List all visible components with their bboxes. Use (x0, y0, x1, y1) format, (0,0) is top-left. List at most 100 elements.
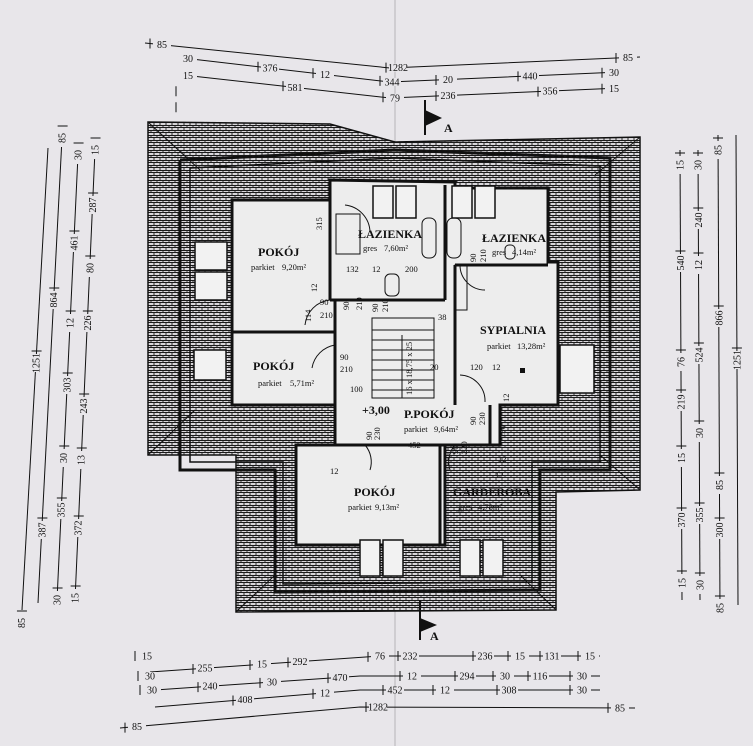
section-marker-bottom: A (419, 600, 439, 643)
label-mask (611, 703, 629, 712)
label-mask (153, 40, 171, 49)
dimension-label: 236 (441, 91, 456, 102)
interior-dimension: 90 (340, 352, 349, 362)
dimension-label: 287 (88, 198, 99, 213)
dimension-label: 864 (49, 293, 60, 308)
dimension-label: 30 (500, 672, 510, 683)
label-mask (179, 54, 197, 63)
svg-text:parkiet: parkiet (404, 424, 428, 434)
dimension-label: 15 (183, 71, 193, 82)
label-mask (715, 599, 724, 617)
label-mask (695, 424, 704, 442)
interior-dimension: 12 (492, 362, 501, 372)
interior-dimension: 200 (405, 264, 418, 274)
label-mask (88, 196, 97, 214)
label-mask (69, 234, 78, 252)
label-mask (714, 309, 723, 327)
label-mask (714, 141, 723, 159)
label-mask (676, 353, 685, 371)
label-mask (31, 354, 40, 372)
dimension-label: 355 (57, 503, 68, 518)
interior-dimension: 452 (408, 440, 421, 450)
interior-dimension: 90 (341, 302, 351, 311)
dimension-label: 232 (403, 652, 418, 663)
label-mask (531, 672, 549, 680)
dimension-label: 355 (695, 508, 706, 523)
label-mask (543, 652, 561, 660)
section-marker-top: A (424, 100, 453, 135)
svg-text:parkiet: parkiet (487, 341, 511, 351)
interior-dimension: 90 (468, 417, 478, 426)
dimension-label: 308 (502, 686, 517, 697)
interior-dimension: 20 (430, 362, 439, 372)
label-mask (59, 449, 68, 467)
dimension-line (154, 689, 600, 708)
dimension-label: 131 (545, 652, 560, 663)
svg-text:parkiet: parkiet (258, 378, 282, 388)
label-mask (71, 589, 80, 607)
dimension-label: 30 (74, 150, 85, 160)
dimension-label: 15 (677, 453, 688, 463)
dimension-label: 408 (238, 695, 253, 706)
svg-text:4,78m²: 4,78m² (478, 502, 502, 512)
dimension-label: 85 (58, 133, 69, 143)
label-mask (371, 652, 389, 660)
label-mask (83, 314, 92, 332)
label-mask (316, 70, 334, 79)
fixtures (335, 213, 516, 311)
dimension-label: 15 (585, 652, 595, 663)
windows (193, 185, 595, 577)
svg-text:ŁAZIENKA: ŁAZIENKA (358, 227, 422, 241)
dimension-label: 226 (83, 316, 94, 331)
dimension-label: 13 (77, 455, 88, 465)
interior-dimension: 38 (438, 312, 447, 322)
label-mask (677, 393, 686, 411)
label-mask (677, 574, 686, 592)
svg-text:9,13m²: 9,13m² (375, 502, 399, 512)
interior-dimension: 120 (470, 362, 483, 372)
interior-dimension: 210 (340, 364, 353, 374)
dimension-label: 30 (147, 686, 157, 697)
interior-dimension: 12 (330, 466, 339, 476)
label-mask (605, 68, 623, 77)
label-mask (403, 672, 421, 680)
interior-dimension: 114 (303, 309, 313, 322)
label-mask (496, 672, 514, 680)
svg-text:parkiet: parkiet (251, 262, 275, 272)
label-mask (695, 506, 704, 524)
dimension-label: 85 (714, 145, 725, 155)
dimension-line (735, 134, 739, 606)
svg-text:13,28m²: 13,28m² (517, 341, 546, 351)
interior-dimension: 230 (372, 427, 382, 440)
dimension-label: 1251 (31, 353, 42, 373)
dimension-label: 370 (677, 513, 688, 528)
label-mask (53, 591, 61, 609)
dimension-label: 303 (63, 378, 74, 393)
dimension-label: 30 (694, 160, 705, 170)
dimension-label: 387 (37, 523, 48, 538)
label-mask (261, 64, 279, 73)
dimension-label: 524 (694, 348, 705, 363)
label-mask (58, 129, 66, 147)
interior-dimension: 12 (501, 394, 511, 403)
interior-dimension: 210 (354, 297, 364, 310)
label-mask (476, 652, 494, 660)
label-mask (386, 93, 404, 102)
dimension-label: 470 (333, 673, 348, 684)
interior-dimension: 230 (477, 412, 487, 425)
dimension-label: 1282 (368, 703, 388, 714)
dimension-label: 85 (17, 618, 28, 628)
dimension-label: 219 (677, 395, 688, 410)
dimension-label: 30 (577, 672, 587, 683)
interior-dimension: 90 (468, 254, 478, 263)
interior-dimension: 210 (380, 299, 390, 312)
dimension-label: 15 (609, 84, 619, 95)
dimension-label: 866 (714, 311, 725, 326)
interior-dimension: 130 (497, 425, 507, 438)
dimension-label: 12 (320, 688, 330, 699)
